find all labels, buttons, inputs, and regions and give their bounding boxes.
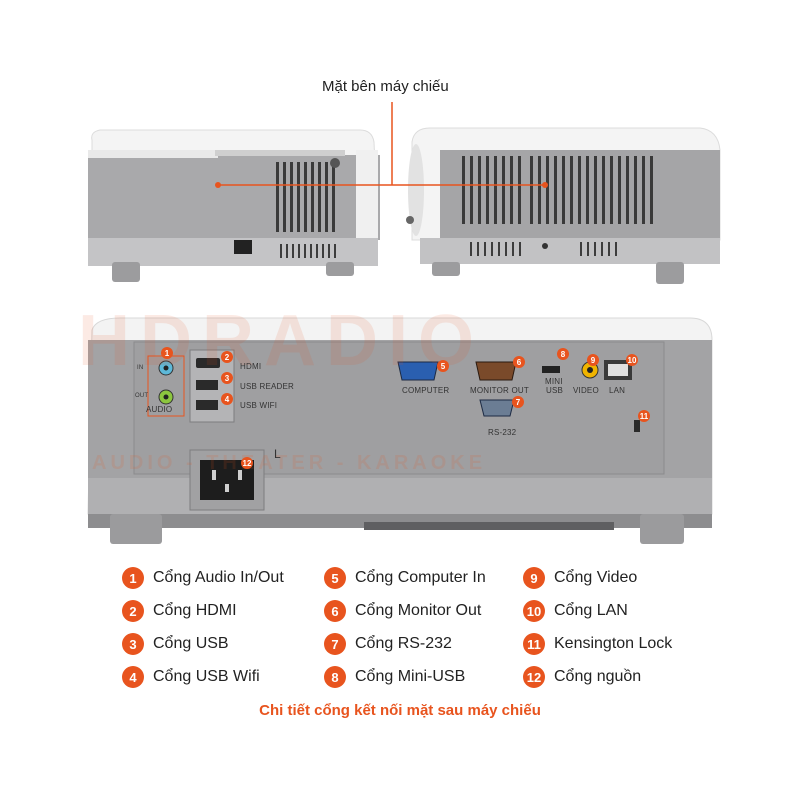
legend-item: 6 Cổng Monitor Out xyxy=(324,600,486,622)
legend-label: Cổng nguồn xyxy=(554,668,642,685)
projector-side-left xyxy=(88,129,380,282)
audio-out-label: OUT xyxy=(135,393,149,399)
legend-item: 9 Cổng Video xyxy=(523,567,672,589)
rs232-label: RS-232 xyxy=(488,428,517,437)
port-badge-8: 8 xyxy=(557,348,569,360)
monitor-out-label: MONITOR OUT xyxy=(470,386,529,395)
port-badge-5: 5 xyxy=(437,360,449,372)
legend-item: 7 Cổng RS-232 xyxy=(324,633,486,655)
mini-usb-label-1: MINI xyxy=(545,377,563,386)
legend-number: 7 xyxy=(324,633,346,655)
legend-number: 9 xyxy=(523,567,545,589)
legend-column-1: 1 Cổng Audio In/Out 2 Cổng HDMI 3 Cổng U… xyxy=(122,567,284,688)
legend-column-2: 5 Cổng Computer In 6 Cổng Monitor Out 7 … xyxy=(324,567,486,688)
mini-usb-label-2: USB xyxy=(546,386,564,395)
legend-number: 3 xyxy=(122,633,144,655)
projector-side-right xyxy=(406,127,721,284)
port-badge-11: 11 xyxy=(638,410,650,422)
port-badge-2: 2 xyxy=(221,351,233,363)
side-view-illustration xyxy=(88,102,721,284)
legend-item: 5 Cổng Computer In xyxy=(324,567,486,589)
port-badge-9: 9 xyxy=(587,354,599,366)
legend-label: Cổng RS-232 xyxy=(355,635,452,652)
legend-label: Cổng Mini-USB xyxy=(355,668,466,685)
hdmi-label: HDMI xyxy=(240,362,262,371)
legend-number: 6 xyxy=(324,600,346,622)
legend-label: Cổng Computer In xyxy=(355,569,486,586)
legend-item: 4 Cổng USB Wifi xyxy=(122,666,284,688)
legend-item: 10 Cổng LAN xyxy=(523,600,672,622)
legend-item: 8 Cổng Mini-USB xyxy=(324,666,486,688)
port-badge-3: 3 xyxy=(221,372,233,384)
legend-label: Cổng Audio In/Out xyxy=(153,569,284,586)
port-badge-10: 10 xyxy=(626,354,638,366)
legend-number: 4 xyxy=(122,666,144,688)
legend-label: Cổng USB xyxy=(153,635,229,652)
legend-number: 8 xyxy=(324,666,346,688)
watermark-brand: HDRADIO xyxy=(78,301,484,381)
legend-number: 5 xyxy=(324,567,346,589)
port-badge-6: 6 xyxy=(513,356,525,368)
legend-item: 12 Cổng nguồn xyxy=(523,666,672,688)
legend-item: 1 Cổng Audio In/Out xyxy=(122,567,284,589)
legend-label: Cổng LAN xyxy=(554,602,628,619)
port-badge-4: 4 xyxy=(221,393,233,405)
usb-wifi-label: USB WIFI xyxy=(240,401,278,410)
video-label: VIDEO xyxy=(573,386,599,395)
legend-label: Cổng Video xyxy=(554,569,638,586)
watermark-tagline: AUDIO - THEATER - KARAOKE xyxy=(92,452,487,474)
audio-in-label: IN xyxy=(137,365,144,371)
footer-caption: Chi tiết cổng kết nối mặt sau máy chiếu xyxy=(259,702,541,719)
legend-number: 2 xyxy=(122,600,144,622)
legend-label: Cổng USB Wifi xyxy=(153,668,260,685)
legend-label: Cổng HDMI xyxy=(153,602,237,619)
legend-number: 12 xyxy=(523,666,545,688)
computer-label: COMPUTER xyxy=(402,386,450,395)
legend-number: 10 xyxy=(523,600,545,622)
side-view-caption: Mặt bên máy chiếu xyxy=(322,78,449,95)
legend-number: 1 xyxy=(122,567,144,589)
legend-item: 11 Kensington Lock xyxy=(523,633,672,655)
legend-label: Kensington Lock xyxy=(554,635,673,652)
usb-reader-label: USB READER xyxy=(240,382,295,391)
legend-number: 11 xyxy=(523,633,545,655)
legend-column-3: 9 Cổng Video 10 Cổng LAN 11 Kensington L… xyxy=(523,567,672,688)
lan-label: LAN xyxy=(609,386,626,395)
legend-item: 2 Cổng HDMI xyxy=(122,600,284,622)
legend-label: Cổng Monitor Out xyxy=(355,602,482,619)
side-pointer-lines xyxy=(218,102,545,186)
legend-item: 3 Cổng USB xyxy=(122,633,284,655)
port-badge-1: 1 xyxy=(161,347,173,359)
port-badge-12: 12 xyxy=(241,457,253,469)
power-mark: L xyxy=(274,447,281,461)
port-badge-7: 7 xyxy=(512,396,524,408)
audio-label: AUDIO xyxy=(146,405,173,414)
